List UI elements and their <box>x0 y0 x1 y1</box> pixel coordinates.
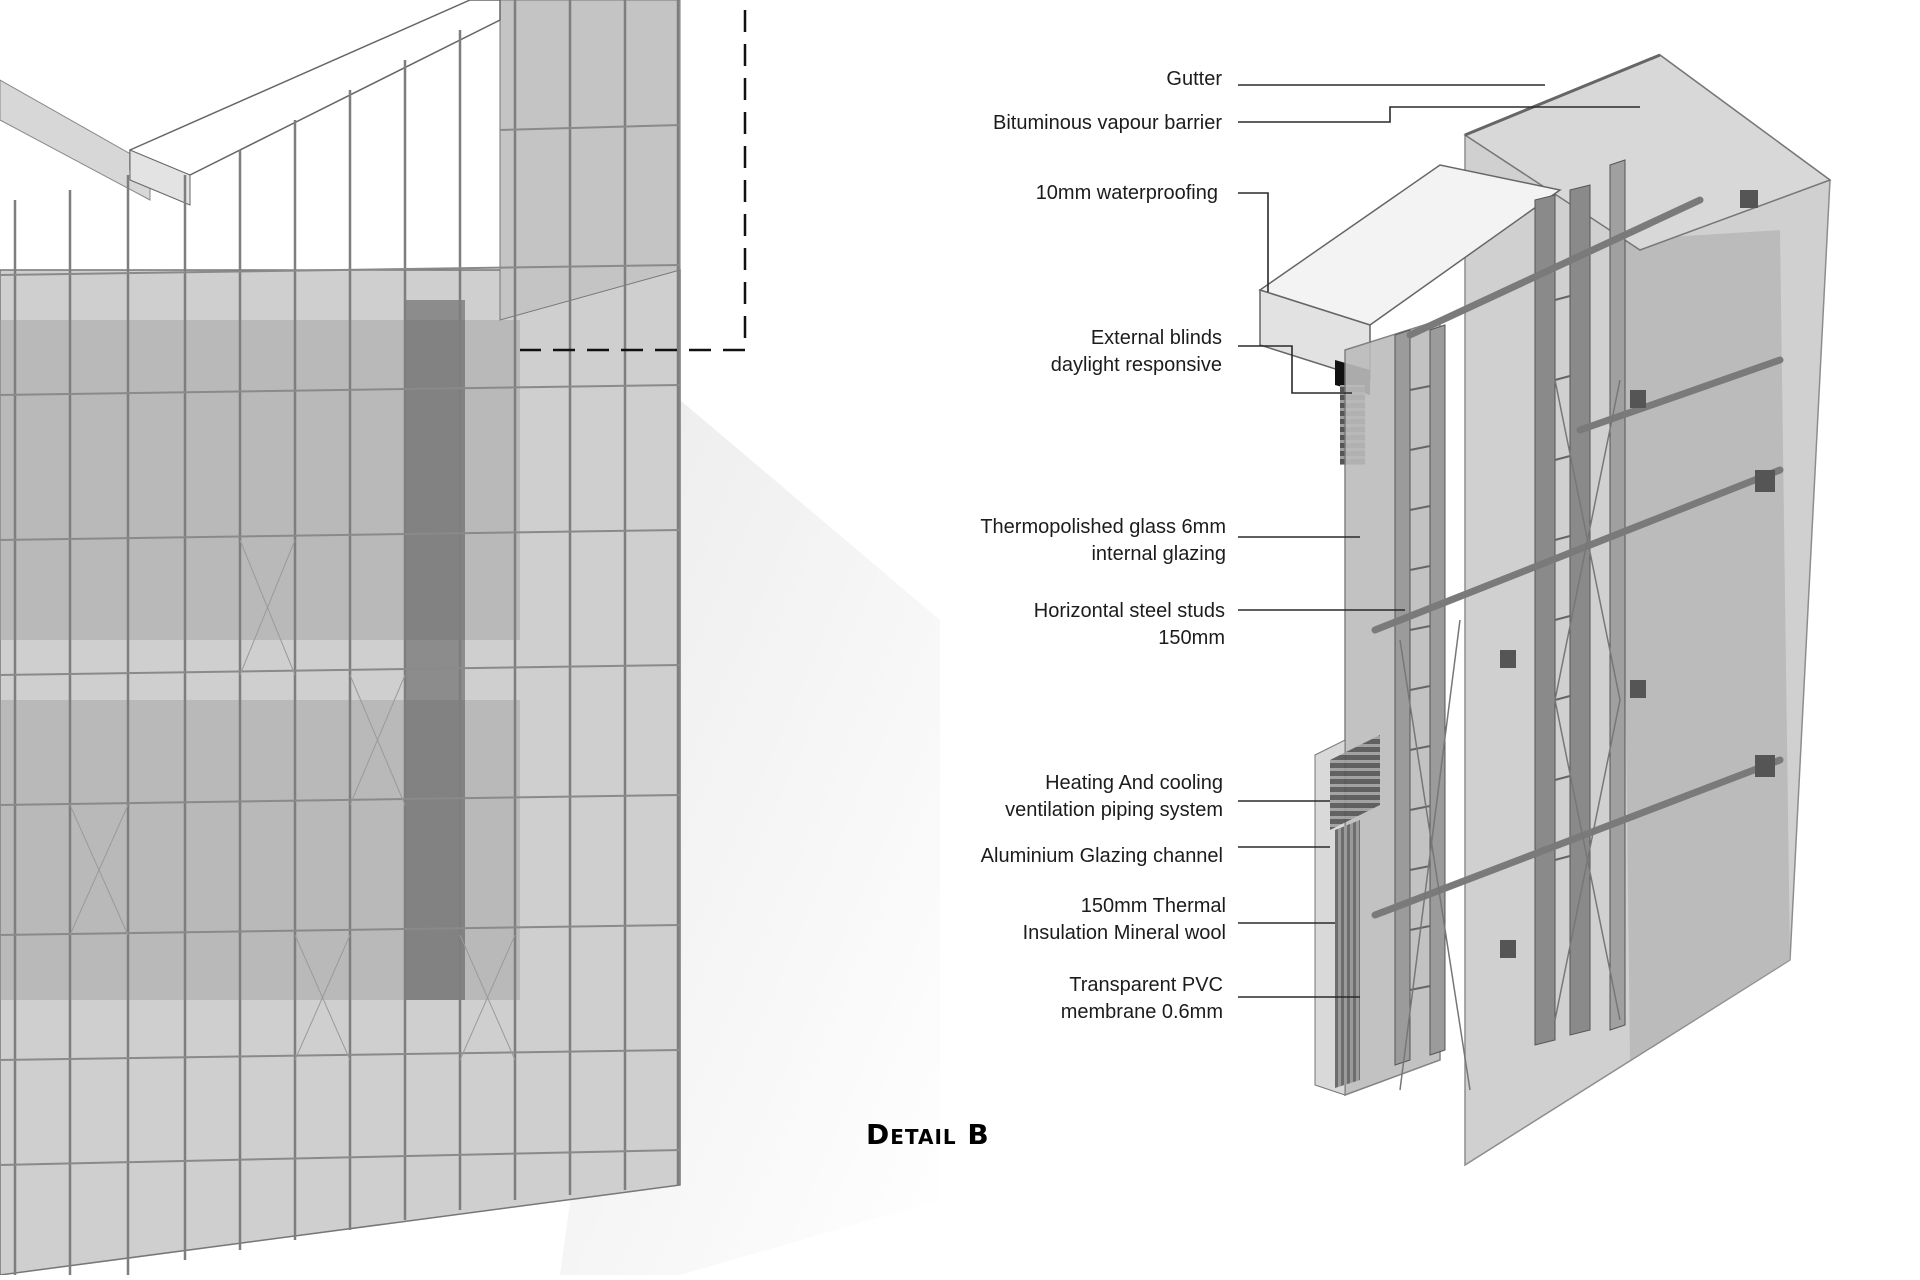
leader-vapour-barrier <box>1238 106 1640 123</box>
gutter-rail <box>1464 53 1661 137</box>
leader-lines <box>1238 84 1640 998</box>
detail-title: Detail B <box>866 1118 990 1151</box>
facade-glass-body <box>0 269 681 1276</box>
facade-parapet <box>129 0 501 176</box>
detail-b-boundary <box>520 10 747 352</box>
facade-interior-band <box>0 320 520 640</box>
facade-core <box>405 300 465 1000</box>
leader-waterproofing <box>1238 192 1269 292</box>
callout-gutter: Gutter <box>1166 68 1222 90</box>
callout-pvc-membrane: Transparent PVC membrane 0.6mm <box>1060 974 1223 1023</box>
callout-external-blinds: External blinds daylight responsive <box>1050 327 1222 376</box>
ventilation-piping <box>1330 735 1380 830</box>
fixing-brackets <box>1500 190 1775 958</box>
section-detail <box>1258 53 1832 1167</box>
facade-upper-tower <box>499 0 681 321</box>
callout-waterproofing: 10mm waterproofing <box>1035 182 1218 204</box>
left-roof-slab <box>0 79 151 201</box>
leader-external-blinds <box>1238 345 1352 394</box>
steel-columns <box>1394 159 1626 1066</box>
facade-mullions <box>13 0 680 1275</box>
facade-bracing <box>69 539 516 1061</box>
facade-interior-band <box>0 700 520 1000</box>
building-facade <box>0 0 940 1276</box>
callout-glazing-channel: Aluminium Glazing channel <box>980 845 1223 867</box>
callout-insulation: 150mm Thermal Insulation Mineral wool <box>1022 895 1226 944</box>
callout-steel-studs: Horizontal steel studs 150mm <box>1033 600 1225 649</box>
facade-transoms <box>0 124 681 1166</box>
horizontal-studs <box>1371 196 1784 919</box>
callout-piping: Heating And cooling ventilation piping s… <box>1005 772 1223 821</box>
callout-vapour-barrier: Bituminous vapour barrier <box>993 112 1222 134</box>
cable-bracing <box>1399 379 1621 1091</box>
callout-glass: Thermopolished glass 6mm internal glazin… <box>980 516 1226 565</box>
mineral-wool-insulation <box>1335 820 1360 1088</box>
